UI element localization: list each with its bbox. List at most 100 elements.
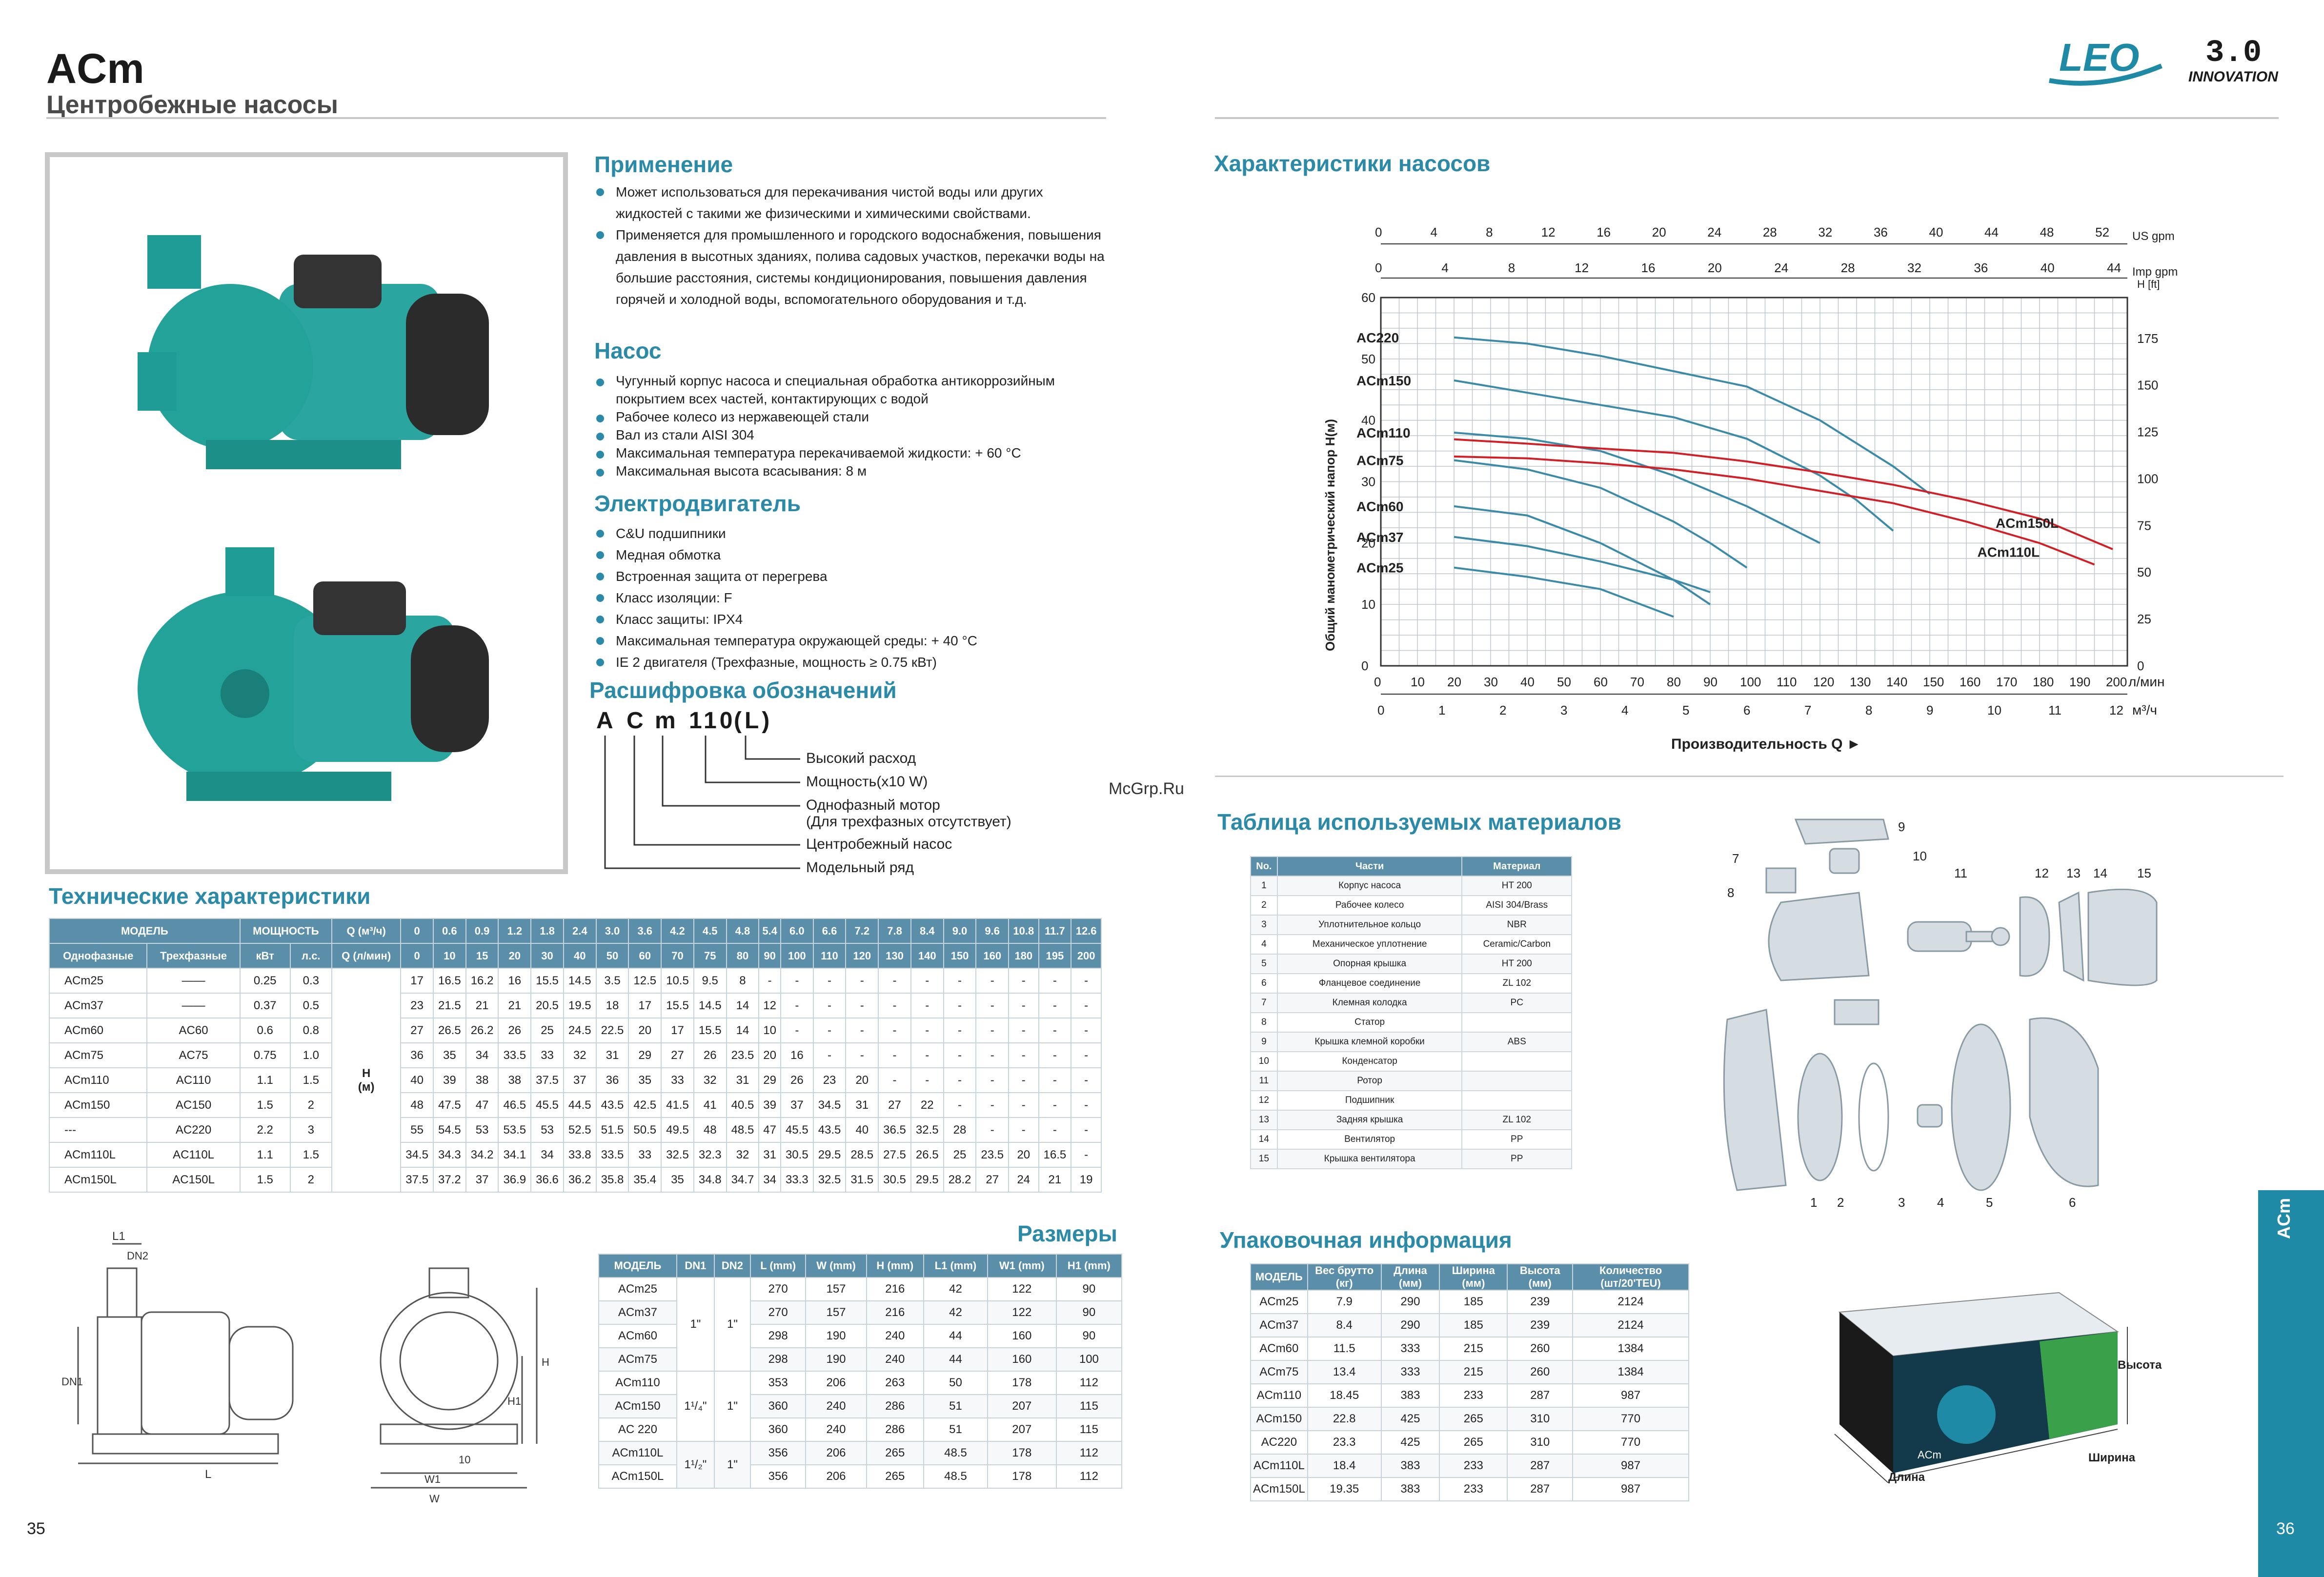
materials-cell: Фланцевое соединение <box>1276 973 1463 994</box>
head-value-cell: 29.5 <box>910 1167 944 1193</box>
head-value-cell: 27 <box>878 1092 911 1118</box>
head-value-cell: - <box>910 1018 944 1043</box>
packaging-cell: ACm150 <box>1250 1407 1308 1431</box>
packaging-cell: 290 <box>1380 1290 1440 1314</box>
dims-value-cell: 112 <box>1055 1371 1123 1395</box>
tech-q-lmin-cell: 195 <box>1038 943 1072 969</box>
head-value-cell: - <box>1008 1117 1039 1143</box>
head-value-cell: 25 <box>530 1018 564 1043</box>
x-tick-label: 110 <box>1777 675 1797 689</box>
dims-value-cell: 240 <box>866 1347 925 1372</box>
us-gpm-tick-label: 52 <box>2095 225 2109 240</box>
series-label-acm75: ACm75 <box>1356 453 1403 468</box>
materials-cell <box>1461 1012 1572 1033</box>
part-number-label: 11 <box>1954 866 1967 880</box>
dims-value-cell: 286 <box>866 1417 925 1442</box>
head-value-cell: 40 <box>845 1117 879 1143</box>
materials-cell: 6 <box>1250 973 1278 994</box>
head-value-cell: 43.5 <box>812 1117 847 1143</box>
tech-q-m3-cell: 11.7 <box>1038 918 1072 944</box>
us-gpm-tick-label: 28 <box>1763 225 1777 240</box>
dims-value-cell: 270 <box>749 1300 807 1325</box>
head-value-cell: - <box>975 1042 1010 1068</box>
m3h-tick-label: 4 <box>1621 703 1628 718</box>
imp-gpm-tick-label: 0 <box>1375 260 1382 275</box>
packaging-cell: 233 <box>1439 1383 1508 1408</box>
head-value-cell: 37.2 <box>432 1167 466 1193</box>
imp-gpm-tick-label: 4 <box>1441 260 1448 275</box>
dims-value-cell: 112 <box>1055 1464 1123 1489</box>
x-tick-label: 200 <box>2106 675 2127 689</box>
head-value-cell: 41 <box>693 1092 727 1118</box>
pump-front-drawing-icon: H H1 10 W1 W <box>371 1267 549 1505</box>
head-value-cell: - <box>975 1018 1010 1043</box>
head-value-cell: - <box>1008 1018 1039 1043</box>
m3h-tick-label: 8 <box>1865 703 1872 718</box>
decode-label-series: Модельный ряд <box>806 859 914 876</box>
dims-dn2-cell: 1" <box>713 1371 751 1442</box>
packaging-cell: ACm75 <box>1250 1360 1308 1384</box>
head-value-cell: 20.5 <box>530 993 564 1018</box>
model-single-cell: ACm110L <box>48 1142 148 1168</box>
head-value-cell: - <box>975 993 1010 1018</box>
head-value-cell: 33 <box>530 1042 564 1068</box>
dims-value-cell: 51 <box>923 1417 988 1442</box>
packaging-cell: 23.3 <box>1307 1430 1382 1455</box>
packaging-cell: ACm150L <box>1250 1477 1308 1501</box>
decode-power: 110 <box>689 708 736 734</box>
head-value-cell: 20 <box>758 1042 781 1068</box>
y-tick-label: 0 <box>1361 659 1368 673</box>
head-value-cell: - <box>845 1018 879 1043</box>
packaging-cell: 233 <box>1439 1477 1508 1501</box>
tech-q-m3-cell: 6.6 <box>812 918 847 944</box>
part-number-label: 1 <box>1810 1195 1818 1210</box>
dims-value-cell: 115 <box>1055 1394 1123 1418</box>
series-line-acm37 <box>1454 536 1711 593</box>
materials-cell: 4 <box>1250 934 1278 955</box>
list-item: Максимальная температура окружающей сред… <box>594 630 1111 652</box>
tech-q-lmin-cell: 160 <box>975 943 1010 969</box>
box-model-label: ACm <box>1918 1449 1941 1461</box>
head-value-cell: - <box>943 1067 977 1093</box>
drawing-label-w1: W1 <box>424 1473 441 1485</box>
x-tick-label: 130 <box>1850 675 1871 689</box>
packaging-cell: 987 <box>1572 1477 1689 1501</box>
head-value-cell: - <box>1038 1092 1072 1118</box>
packaging-cell: AC220 <box>1250 1430 1308 1455</box>
head-value-cell: - <box>845 993 879 1018</box>
power-hp-cell: 1.5 <box>289 1067 333 1093</box>
tech-q-lmin-cell: 120 <box>845 943 879 969</box>
dims-model-cell: AC 220 <box>598 1417 677 1442</box>
model-single-cell: ACm150 <box>48 1092 148 1118</box>
head-value-cell: 14 <box>726 993 760 1018</box>
m3h-tick-label: 7 <box>1804 703 1811 718</box>
packaging-cell: 770 <box>1572 1430 1689 1455</box>
x-tick-label: 10 <box>1411 675 1425 689</box>
dims-value-cell: 48.5 <box>923 1464 988 1489</box>
packaging-box-icon: ACm <box>1834 1292 2128 1483</box>
power-hp-cell: 2 <box>289 1167 333 1193</box>
dims-dn1-cell: 1¹/₂" <box>676 1441 715 1489</box>
list-item: Может использоваться для перекачивания ч… <box>594 181 1111 224</box>
head-value-cell: 34 <box>758 1167 781 1193</box>
model-three-cell: AC220 <box>146 1117 241 1143</box>
model-three-cell: —— <box>146 968 241 994</box>
x-tick-label: 120 <box>1813 675 1834 689</box>
drawing-label-l: L <box>205 1468 211 1481</box>
head-value-cell: - <box>780 993 814 1018</box>
power-kw-cell: 0.6 <box>239 1018 291 1043</box>
head-value-cell: 15.5 <box>530 968 564 994</box>
head-value-cell: - <box>1071 1142 1102 1168</box>
tech-q-m3-cell: 4.5 <box>693 918 727 944</box>
head-value-cell: 33.8 <box>563 1142 597 1168</box>
dims-value-cell: 240 <box>866 1324 925 1348</box>
packaging-header-cell: Количество (шт/20'TEU) <box>1572 1263 1689 1291</box>
tech-q-lmin-cell: 110 <box>812 943 847 969</box>
decode-l: (L) <box>734 708 773 734</box>
head-value-cell: 17 <box>628 993 662 1018</box>
power-kw-cell: 1.5 <box>239 1167 291 1193</box>
power-hp-cell: 0.8 <box>289 1018 333 1043</box>
